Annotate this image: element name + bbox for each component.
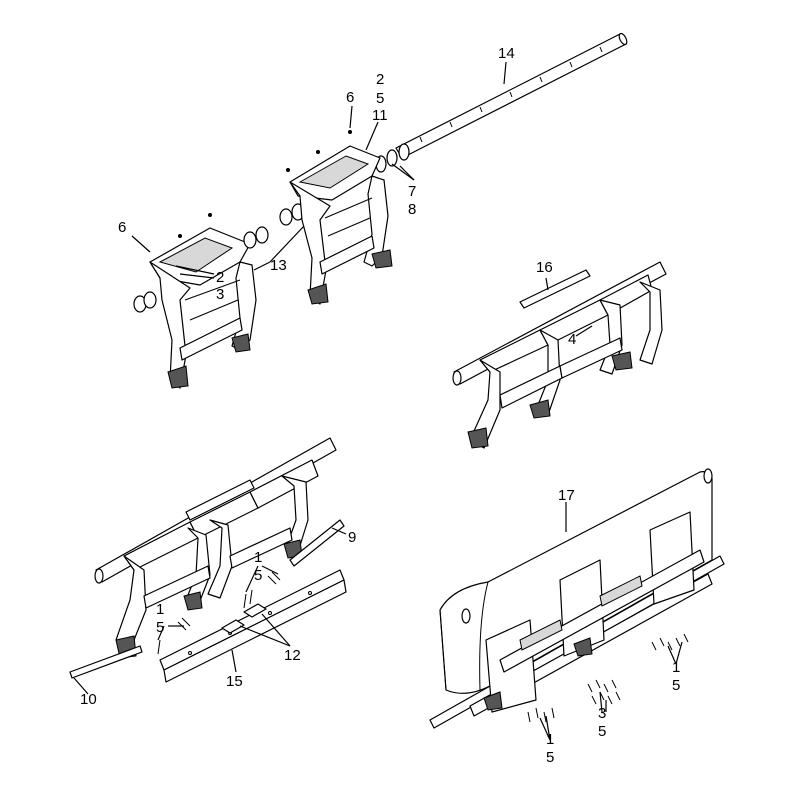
- dots-6: [178, 130, 352, 238]
- callout-4: 4: [568, 331, 576, 348]
- callout-7: 7: [408, 183, 416, 200]
- frame-right: [289, 145, 393, 305]
- leader-lines: [73, 61, 683, 741]
- assembly-covered-17: [429, 468, 725, 729]
- callout-5-bottom: 5: [546, 749, 554, 766]
- callout-5-bottom-mid: 5: [598, 723, 606, 740]
- bushings-left: [133, 203, 305, 313]
- callout-2-top: 2: [376, 71, 384, 88]
- callout-6-left: 6: [118, 219, 126, 236]
- callout-11: 11: [372, 107, 388, 124]
- callout-1-right: 1: [672, 659, 680, 676]
- callout-17: 17: [558, 487, 575, 504]
- callout-5-mid: 5: [254, 567, 262, 584]
- callout-13: 13: [270, 257, 287, 274]
- frame-left: [149, 227, 257, 389]
- callout-5-left: 5: [156, 619, 164, 636]
- callout-1-left: 1: [156, 601, 164, 618]
- callout-12: 12: [284, 647, 301, 664]
- callout-3-left: 3: [216, 286, 224, 303]
- callout-1-mid: 1: [254, 549, 262, 566]
- callout-3-bottom: 3: [598, 705, 606, 722]
- callout-15: 15: [226, 673, 243, 690]
- callout-6-top: 6: [346, 89, 354, 106]
- callout-14: 14: [498, 45, 515, 62]
- callout-8: 8: [408, 201, 416, 218]
- callout-1-bottom: 1: [546, 731, 554, 748]
- bushings-7-8: [375, 143, 410, 173]
- callout-9: 9: [348, 529, 356, 546]
- callout-5-right: 5: [672, 677, 680, 694]
- callout-2-left: 2: [216, 269, 224, 286]
- hardware-groups: [527, 633, 689, 723]
- callout-5-top: 5: [376, 90, 384, 107]
- assembly-middle-right: [452, 261, 667, 449]
- callout-16: 16: [536, 259, 553, 276]
- assembly-middle-left: [69, 437, 347, 683]
- callout-10: 10: [80, 691, 97, 708]
